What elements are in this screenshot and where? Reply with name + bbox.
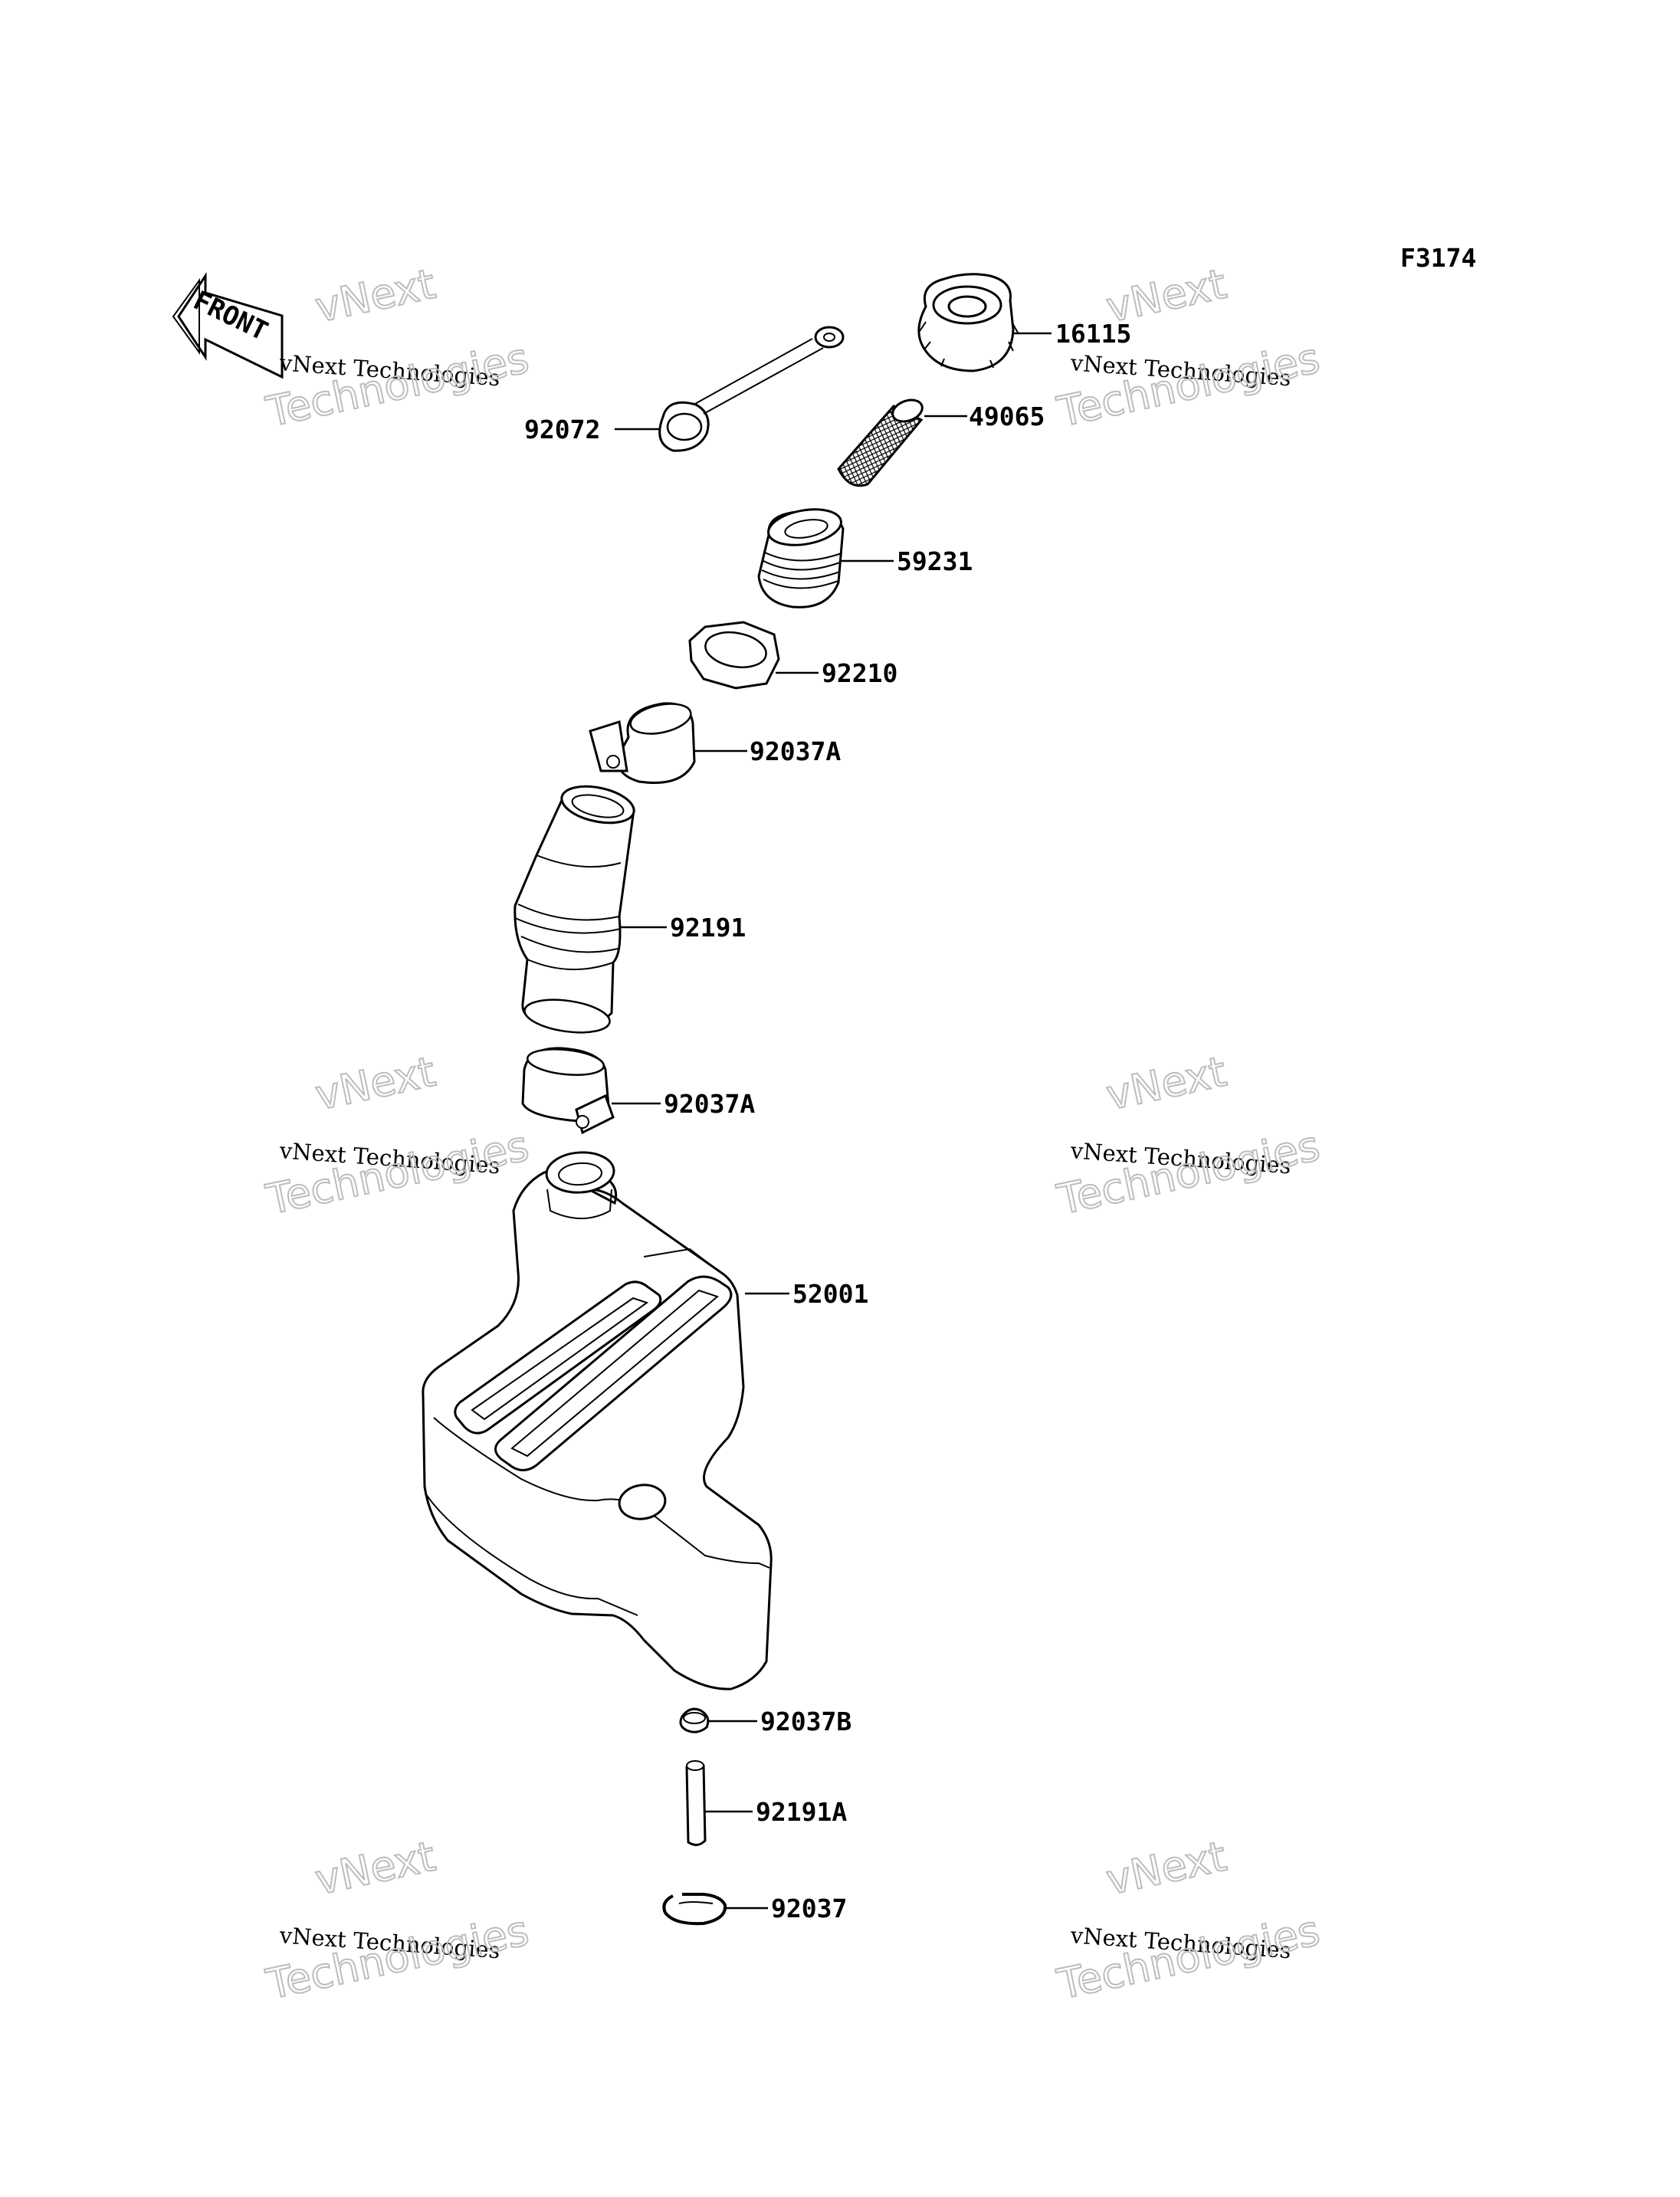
- svg-text:Technologies: Technologies: [1053, 1906, 1324, 2008]
- filler-cap-16115[interactable]: 16115: [917, 273, 1131, 372]
- filler-neck-59231[interactable]: 59231: [757, 504, 973, 608]
- part-label-92210: 92210: [822, 658, 897, 688]
- part-label-92037B: 92037B: [760, 1707, 851, 1736]
- svg-text:vNext: vNext: [311, 1832, 439, 1904]
- cap-strap-92072[interactable]: 92072: [524, 326, 845, 452]
- clip-92037[interactable]: 92037: [662, 1893, 847, 1926]
- clip-92037B[interactable]: 92037B: [679, 1707, 851, 1736]
- nut-92210[interactable]: 92210: [688, 621, 897, 690]
- part-label-92072: 92072: [524, 415, 600, 444]
- filler-hose-92191[interactable]: 92191: [514, 781, 746, 1038]
- svg-text:Technologies: Technologies: [262, 1906, 533, 2008]
- tank-52001[interactable]: 52001: [422, 1150, 869, 1690]
- svg-text:vNext: vNext: [1102, 1048, 1230, 1120]
- part-label-16115: 16115: [1055, 319, 1131, 349]
- svg-text:vNext: vNext: [311, 260, 439, 332]
- part-label-92191: 92191: [670, 913, 746, 943]
- svg-text:Technologies: Technologies: [1053, 1121, 1324, 1224]
- part-label-92037: 92037: [771, 1894, 847, 1923]
- svg-text:Technologies: Technologies: [1053, 333, 1324, 436]
- part-label-59231: 59231: [897, 546, 973, 576]
- tube-92191A[interactable]: 92191A: [685, 1760, 847, 1846]
- front-direction-arrow: FRONT: [172, 272, 284, 379]
- filter-screen-49065[interactable]: 49065: [837, 396, 1045, 487]
- figure-code: F3174: [1400, 243, 1476, 273]
- part-label-49065: 49065: [969, 402, 1045, 431]
- hose-clamp-92037A-upper[interactable]: 92037A: [589, 699, 841, 785]
- hose-clamp-92037A-lower[interactable]: 92037A: [521, 1046, 755, 1135]
- part-label-92191A: 92191A: [756, 1797, 847, 1827]
- svg-text:vNext: vNext: [311, 1048, 439, 1120]
- svg-text:Technologies: Technologies: [262, 1121, 533, 1224]
- svg-text:Technologies: Technologies: [262, 333, 533, 436]
- part-label-92037A-lower: 92037A: [664, 1089, 755, 1119]
- svg-text:vNext: vNext: [1102, 260, 1230, 332]
- svg-text:vNext: vNext: [1102, 1832, 1230, 1904]
- part-label-92037A-upper: 92037A: [750, 736, 841, 766]
- part-label-52001: 52001: [792, 1279, 868, 1309]
